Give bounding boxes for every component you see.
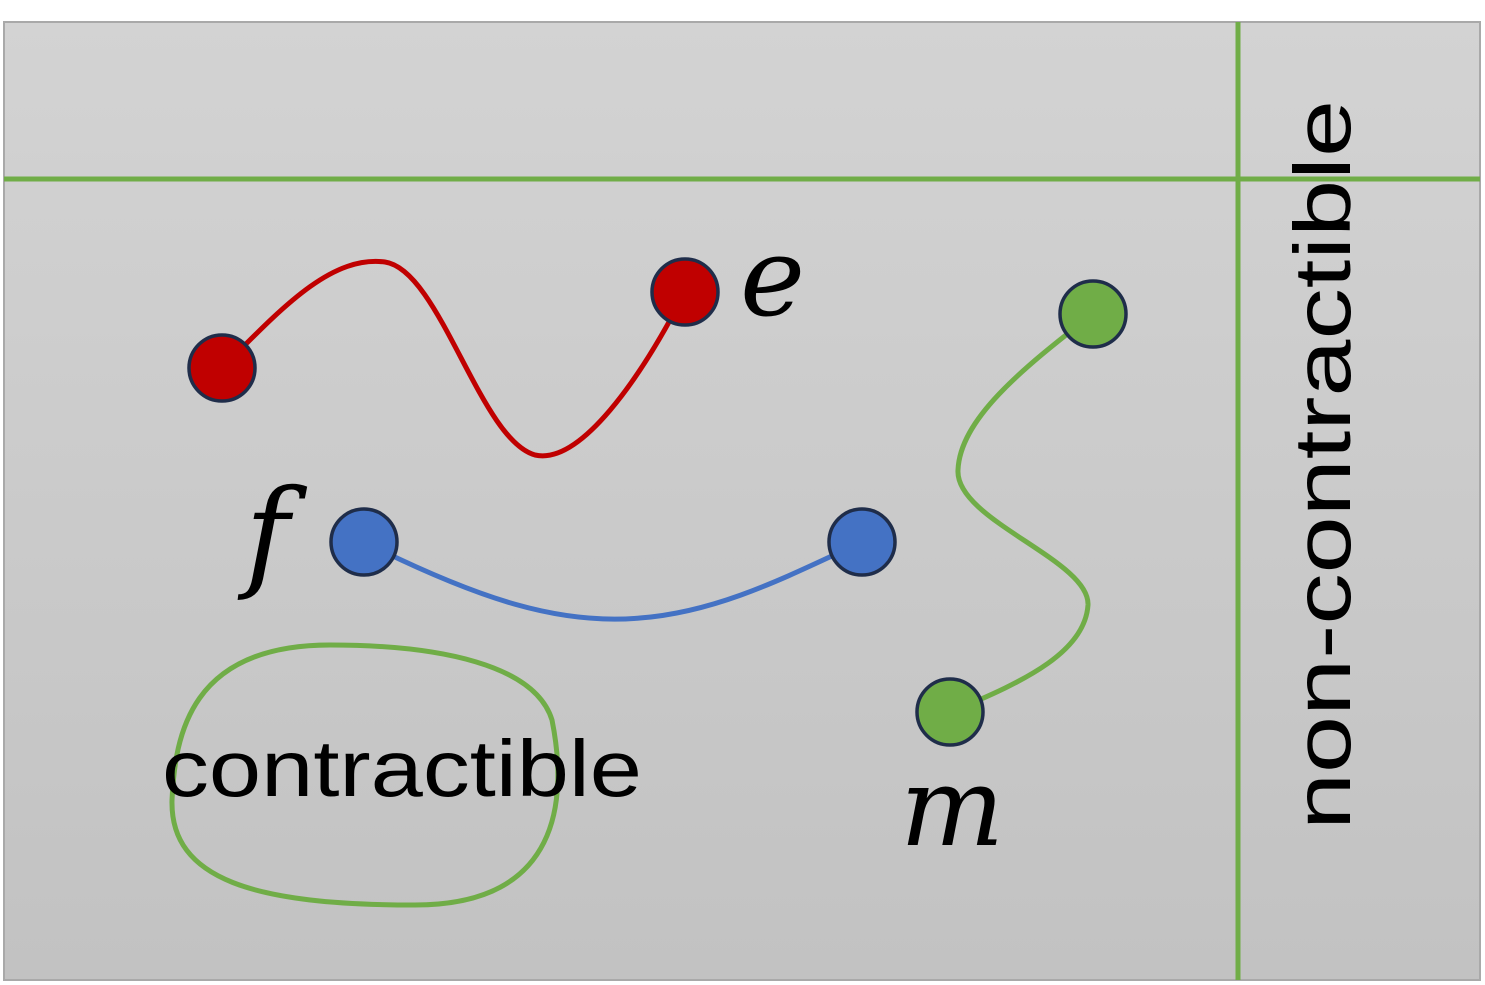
red-string <box>220 258 688 459</box>
label-m: m <box>900 743 1004 871</box>
red-node-right <box>650 257 720 327</box>
blue-node-left <box>329 507 399 577</box>
green-node-top <box>1058 279 1128 349</box>
surface-panel <box>3 21 1481 981</box>
blue-node-right <box>827 507 897 577</box>
label-contractible: contractible <box>162 724 642 813</box>
green-node-bottom <box>915 677 985 747</box>
red-node-left <box>187 333 257 403</box>
label-e: e <box>740 213 805 341</box>
label-non-contractible: non-contractible <box>1278 100 1367 830</box>
blue-string <box>362 539 864 622</box>
green-string <box>949 312 1095 715</box>
contractible-loop <box>169 642 561 908</box>
